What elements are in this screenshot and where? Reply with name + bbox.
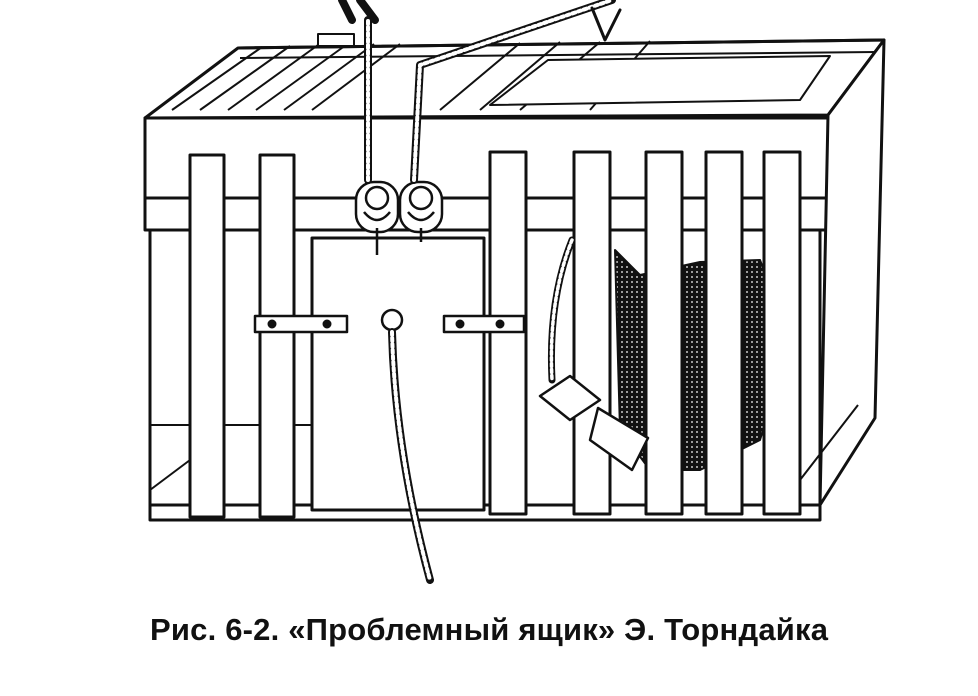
box-lid bbox=[143, 33, 886, 120]
door-latches bbox=[253, 314, 526, 334]
ropes bbox=[338, 0, 622, 584]
box-bars bbox=[188, 150, 802, 519]
treadle bbox=[538, 374, 650, 472]
figure-caption: Рис. 6-2. «Проблемный ящик» Э. Торндайка bbox=[150, 612, 829, 647]
pulleys bbox=[354, 180, 444, 332]
